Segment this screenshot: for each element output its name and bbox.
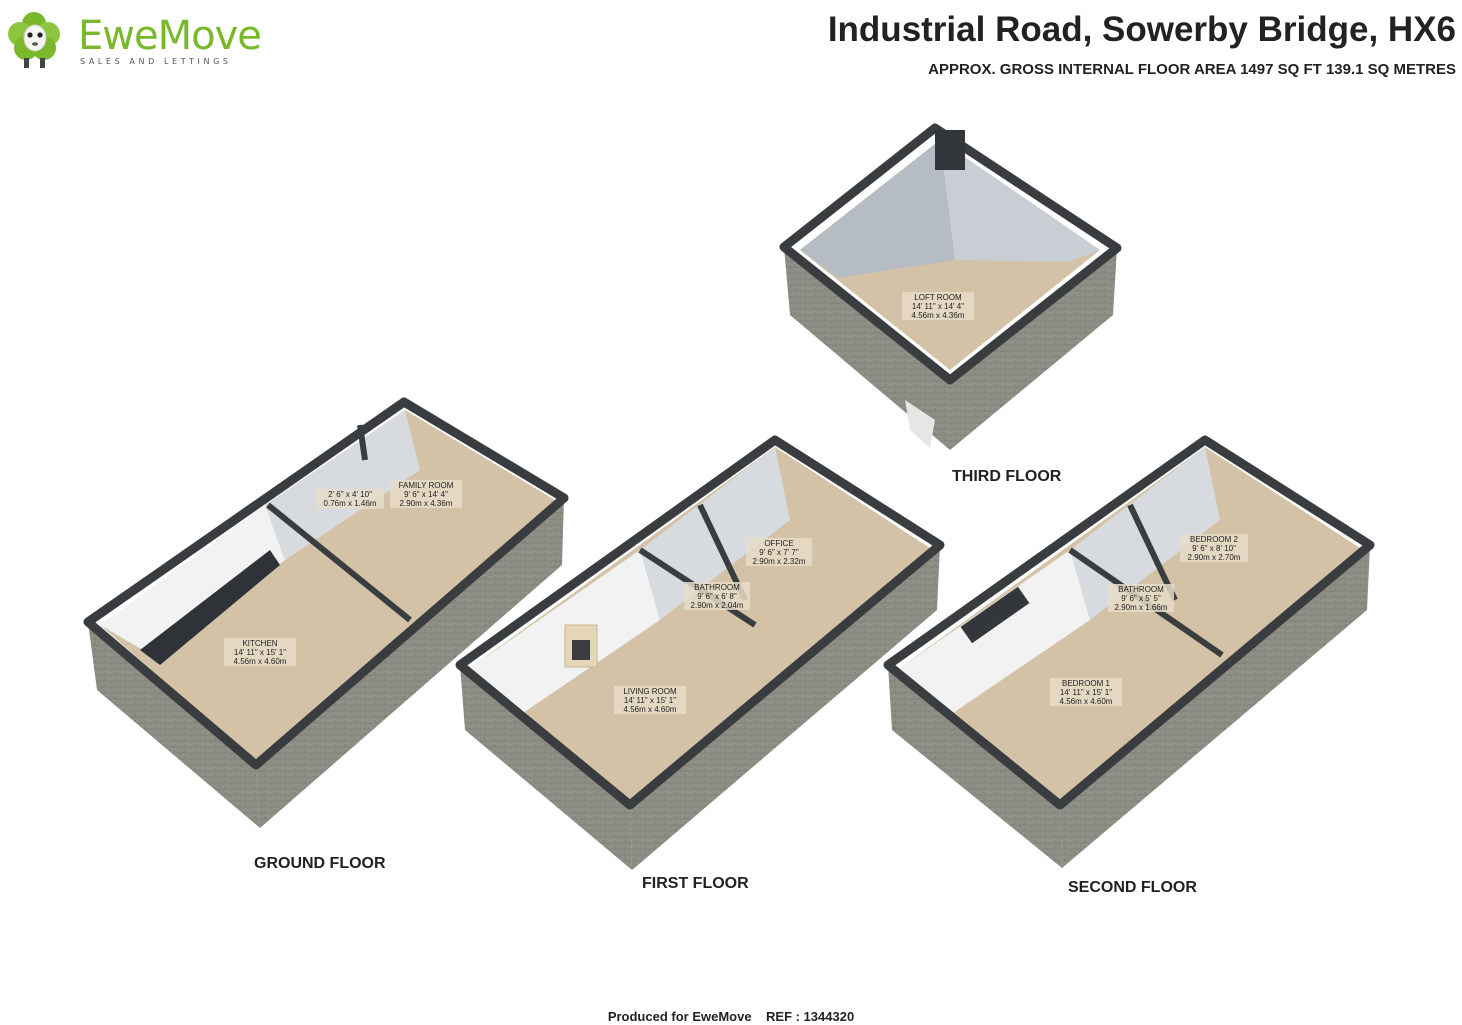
second-inner-wall-back <box>900 550 1090 715</box>
room-dim-imperial: 9' 6" x 8' 10" <box>1192 544 1236 553</box>
first-floor-base <box>470 447 930 800</box>
room-name: BATHROOM <box>1118 585 1164 594</box>
room-dim-metric: 4.56m x 4.60m <box>1060 697 1113 706</box>
room-dim-metric: 2.90m x 2.32m <box>753 557 806 566</box>
label-bg <box>1108 584 1174 612</box>
loft-wall-top <box>779 123 1122 385</box>
label-bg <box>390 480 462 508</box>
second-wall-left <box>888 665 1062 868</box>
ground-floor-plan <box>83 397 569 828</box>
label-bg <box>224 638 296 666</box>
room-dim-imperial: 9' 6" x 14' 4" <box>404 490 448 499</box>
room-name: LIVING ROOM <box>623 687 677 696</box>
loft-stair-opening <box>905 400 935 448</box>
floor-area-summary: APPROX. GROSS INTERNAL FLOOR AREA 1497 S… <box>928 61 1456 78</box>
label-bedroom-2: BEDROOM 2 9' 6" x 8' 10" 2.90m x 2.70m <box>1180 534 1248 562</box>
room-dim-imperial: 9' 6" x 6' 8" <box>697 592 737 601</box>
kitchen-worktop <box>140 550 280 665</box>
floor-label-second: SECOND FLOOR <box>1068 879 1197 896</box>
ground-inner-wall-mid <box>265 410 420 560</box>
floor-label-third: THIRD FLOOR <box>952 468 1062 485</box>
room-dim-imperial: 14' 11" x 14' 4" <box>912 302 964 311</box>
label-bg <box>902 292 974 320</box>
third-floor-plan <box>779 123 1122 450</box>
loft-back-wall-right <box>940 140 1100 262</box>
ground-wall-left <box>88 622 260 828</box>
loft-chimney <box>935 130 965 170</box>
ground-partition-1 <box>266 502 412 623</box>
room-name: OFFICE <box>764 539 793 548</box>
label-bg <box>316 489 384 509</box>
brand-logo[interactable]: EweMove SALES AND LETTINGS <box>4 4 262 74</box>
label-ground-cupboard: 2' 6" x 4' 10" 0.76m x 1.46m <box>316 489 384 509</box>
footer-reference: Produced for EweMove REF : 1344320 <box>607 1009 855 1024</box>
floor-label-ground: GROUND FLOOR <box>254 855 386 872</box>
room-dim-metric: 2.90m x 2.70m <box>1188 553 1241 562</box>
label-bedroom-1: BEDROOM 1 14' 11" x 15' 1" 4.56m x 4.60m <box>1050 678 1122 706</box>
label-bg <box>1180 534 1248 562</box>
room-name: BATHROOM <box>694 583 740 592</box>
loft-wall-left <box>784 247 950 450</box>
loft-wall-right <box>950 248 1117 450</box>
room-dim-metric: 4.56m x 4.36m <box>912 311 965 320</box>
room-dim-metric: 0.76m x 1.46m <box>324 499 377 508</box>
room-dim-imperial: 14' 11" x 15' 1" <box>1060 688 1112 697</box>
sheep-icon <box>8 12 60 68</box>
fireplace-insert <box>572 640 590 660</box>
label-kitchen: KITCHEN 14' 11" x 15' 1" 4.56m x 4.60m <box>224 638 296 666</box>
room-name: FAMILY ROOM <box>399 481 454 490</box>
label-bg <box>1050 678 1122 706</box>
brand-name: EweMove <box>78 13 262 59</box>
label-bg <box>684 582 750 610</box>
room-dim-imperial: 14' 11" x 15' 1" <box>234 648 286 657</box>
room-name: KITCHEN <box>242 639 277 648</box>
room-dim-metric: 2.90m x 2.04m <box>691 601 744 610</box>
room-name: BEDROOM 1 <box>1062 679 1111 688</box>
room-dim-metric: 2.90m x 4.36m <box>400 499 453 508</box>
floor-label-first: FIRST FLOOR <box>642 875 749 892</box>
ground-inner-wall-back <box>100 505 285 660</box>
first-wall-left <box>460 665 632 870</box>
loft-back-wall-left <box>800 140 955 278</box>
label-first-bathroom: BATHROOM 9' 6" x 6' 8" 2.90m x 2.04m <box>684 582 750 610</box>
room-dim-metric: 4.56m x 4.60m <box>624 705 677 714</box>
first-wall-outline <box>455 435 945 810</box>
label-family-room: FAMILY ROOM 9' 6" x 14' 4" 2.90m x 4.36m <box>390 480 462 508</box>
first-wall-right <box>630 545 940 870</box>
room-name: LOFT ROOM <box>914 293 962 302</box>
label-living-room: LIVING ROOM 14' 11" x 15' 1" 4.56m x 4.6… <box>614 686 686 714</box>
brand-tagline: SALES AND LETTINGS <box>80 57 232 66</box>
second-floor-plan <box>883 435 1375 868</box>
wardrobe <box>960 586 1030 644</box>
ground-wall-right <box>256 498 564 828</box>
ground-partition-2 <box>357 424 368 461</box>
second-wall-right <box>1060 545 1370 868</box>
room-dim-metric: 4.56m x 4.60m <box>234 657 287 666</box>
room-dim-imperial: 9' 6" x 7' 7" <box>759 548 799 557</box>
label-second-bathroom: BATHROOM 9' 6" x 5' 5" 2.90m x 1.66m <box>1108 584 1174 612</box>
label-loft-room: LOFT ROOM 14' 11" x 14' 4" 4.56m x 4.36m <box>902 292 974 320</box>
room-dim-imperial: 9' 6" x 5' 5" <box>1121 594 1161 603</box>
label-bg <box>746 538 812 566</box>
second-wall-outline <box>883 435 1375 810</box>
label-office: OFFICE 9' 6" x 7' 7" 2.90m x 2.32m <box>746 538 812 566</box>
property-address: Industrial Road, Sowerby Bridge, HX6 <box>827 10 1456 49</box>
room-dim-metric: 2.90m x 1.66m <box>1115 603 1168 612</box>
room-dim-imperial: 14' 11" x 15' 1" <box>624 696 676 705</box>
room-dim-imperial: 2' 6" x 4' 10" <box>328 490 372 499</box>
ground-wall-outline <box>83 397 569 770</box>
label-bg <box>614 686 686 714</box>
room-name: BEDROOM 2 <box>1190 535 1239 544</box>
